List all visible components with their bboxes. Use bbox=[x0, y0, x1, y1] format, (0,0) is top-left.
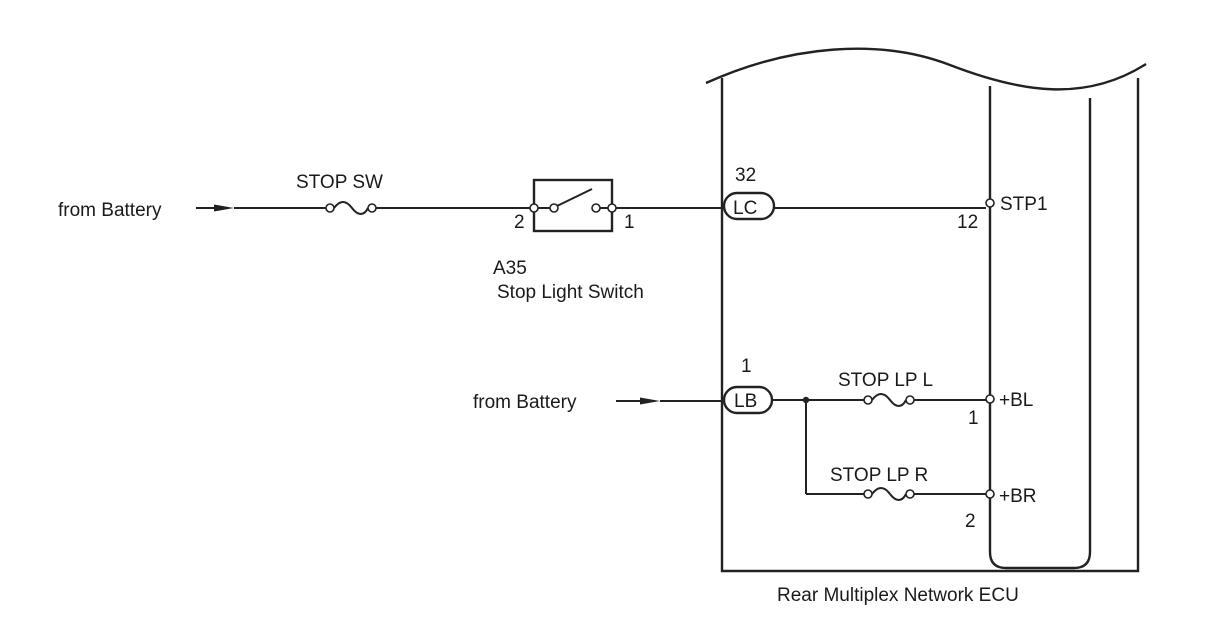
label-connector-lc: LC bbox=[733, 198, 757, 219]
connector-lc-shape bbox=[722, 191, 776, 221]
label-fuse-stop-sw: STOP SW bbox=[296, 172, 383, 193]
label-switch-name: Stop Light Switch bbox=[497, 282, 644, 303]
fuse-stop-sw-element bbox=[333, 201, 369, 215]
switch-contact-right bbox=[591, 203, 601, 213]
label-switch-pin-in: 2 bbox=[514, 212, 525, 233]
fuse-stop-sw-terminal-right bbox=[367, 203, 377, 213]
arrow-head-2 bbox=[640, 397, 660, 405]
terminal-stp1-dot bbox=[985, 198, 995, 208]
label-from-battery-1: from Battery bbox=[58, 200, 162, 221]
switch-contact-left bbox=[549, 203, 559, 213]
label-fuse-stop-lp-r: STOP LP R bbox=[830, 465, 928, 486]
label-connector-lc-pin: 32 bbox=[735, 165, 756, 186]
label-br-pin: 2 bbox=[965, 511, 976, 532]
terminal-bl-dot bbox=[985, 394, 995, 404]
ecu-outline bbox=[720, 78, 1140, 573]
label-connector-lb: LB bbox=[734, 391, 757, 412]
label-from-battery-2: from Battery bbox=[473, 392, 577, 413]
switch-terminal-2 bbox=[529, 203, 539, 213]
fuse-stop-lp-l-terminal-right bbox=[905, 395, 915, 405]
fuse-stop-lp-r-terminal-right bbox=[905, 489, 915, 499]
switch-blade bbox=[556, 188, 593, 207]
fuse-stop-lp-l-element bbox=[871, 393, 907, 407]
ecu-torn-edge bbox=[705, 47, 1147, 91]
label-fuse-stop-lp-l: STOP LP L bbox=[838, 370, 933, 391]
terminal-br-dot bbox=[985, 489, 995, 499]
label-bl-pin: 1 bbox=[968, 408, 979, 429]
label-connector-lb-pin: 1 bbox=[741, 356, 752, 377]
label-switch-pin-out: 1 bbox=[624, 212, 635, 233]
ecu-inner-board bbox=[988, 86, 1092, 570]
label-switch-id: A35 bbox=[493, 258, 527, 279]
fuse-stop-lp-r-terminal-left bbox=[863, 489, 873, 499]
stop-light-switch-box bbox=[532, 178, 614, 233]
fuse-stop-lp-l-terminal-left bbox=[863, 395, 873, 405]
label-br: +BR bbox=[999, 486, 1037, 507]
label-stp1: STP1 bbox=[1000, 194, 1048, 215]
switch-terminal-1 bbox=[607, 203, 617, 213]
label-ecu-name: Rear Multiplex Network ECU bbox=[777, 585, 1019, 606]
arrow-head-1 bbox=[214, 204, 234, 212]
label-stp1-pin: 12 bbox=[957, 212, 978, 233]
fuse-stop-sw-terminal-left bbox=[325, 203, 335, 213]
label-bl: +BL bbox=[999, 390, 1033, 411]
fuse-stop-lp-r-element bbox=[871, 487, 907, 501]
